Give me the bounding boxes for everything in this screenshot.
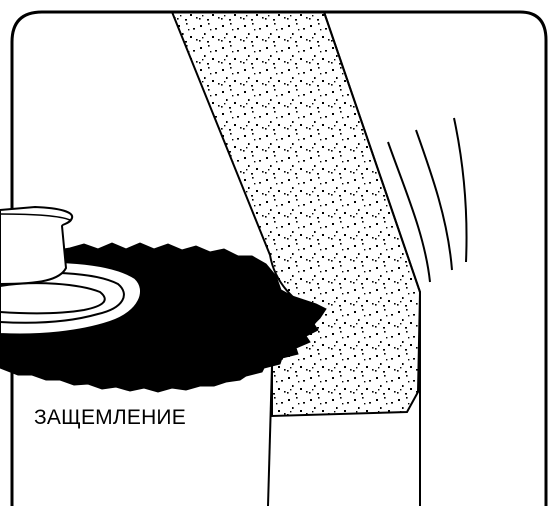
arbor-nut-top xyxy=(0,213,71,221)
blade-flange-ring-2 xyxy=(0,282,106,315)
arbor-nut xyxy=(0,205,74,286)
vibration-line-2 xyxy=(415,129,453,271)
vibration-line-3 xyxy=(453,117,468,263)
board-lower-edge xyxy=(267,364,273,507)
pinching-caption: ЗАЩЕМЛЕНИЕ xyxy=(34,406,186,429)
vibration-line-1 xyxy=(387,141,431,283)
